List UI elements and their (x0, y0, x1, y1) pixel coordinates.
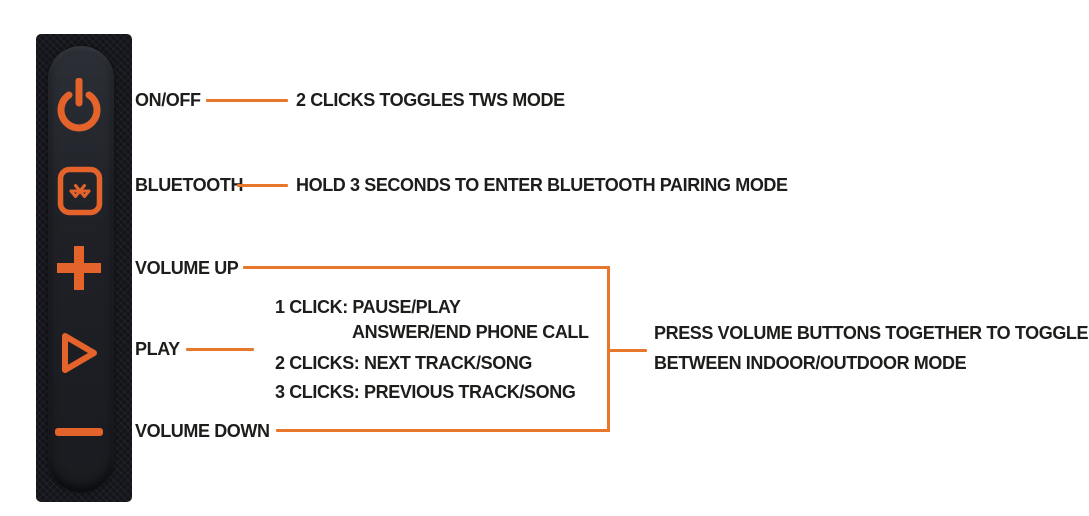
play-label: PLAY (135, 339, 180, 359)
volume-down-connector-line (276, 429, 608, 432)
on-off-description: 2 CLICKS TOGGLES TWS MODE (296, 90, 565, 110)
volume-combo-note-line1: PRESS VOLUME BUTTONS TOGETHER TO TOGGLE (654, 323, 1089, 343)
play-icon (62, 333, 97, 373)
volume-combo-note-line2: BETWEEN INDOOR/OUTDOOR MODE (654, 353, 967, 373)
plus-icon (57, 246, 101, 290)
play-action-3-clicks: 3 CLICKS: PREVIOUS TRACK/SONG (275, 382, 576, 402)
bluetooth-connector-line (237, 184, 288, 187)
speaker-control-strip (36, 34, 132, 502)
power-icon (57, 78, 101, 132)
play-connector-line (186, 348, 254, 351)
minus-icon (55, 428, 103, 436)
volume-up-label: VOLUME UP (135, 258, 239, 278)
play-action-1-click-cont: ANSWER/END PHONE CALL (352, 322, 589, 342)
play-action-2-clicks: 2 CLICKS: NEXT TRACK/SONG (275, 353, 533, 373)
on-off-label: ON/OFF (135, 90, 201, 110)
volume-up-connector-line (243, 266, 608, 269)
on-off-connector-line (206, 99, 288, 102)
volume-bracket-stub-line (607, 349, 647, 352)
volume-down-label: VOLUME DOWN (135, 421, 270, 441)
bluetooth-label: BLUETOOTH (135, 175, 244, 195)
bluetooth-description: HOLD 3 SECONDS TO ENTER BLUETOOTH PAIRIN… (296, 175, 788, 195)
bluetooth-tws-icon (57, 166, 103, 216)
play-action-1-click: 1 CLICK: PAUSE/PLAY (275, 297, 461, 317)
